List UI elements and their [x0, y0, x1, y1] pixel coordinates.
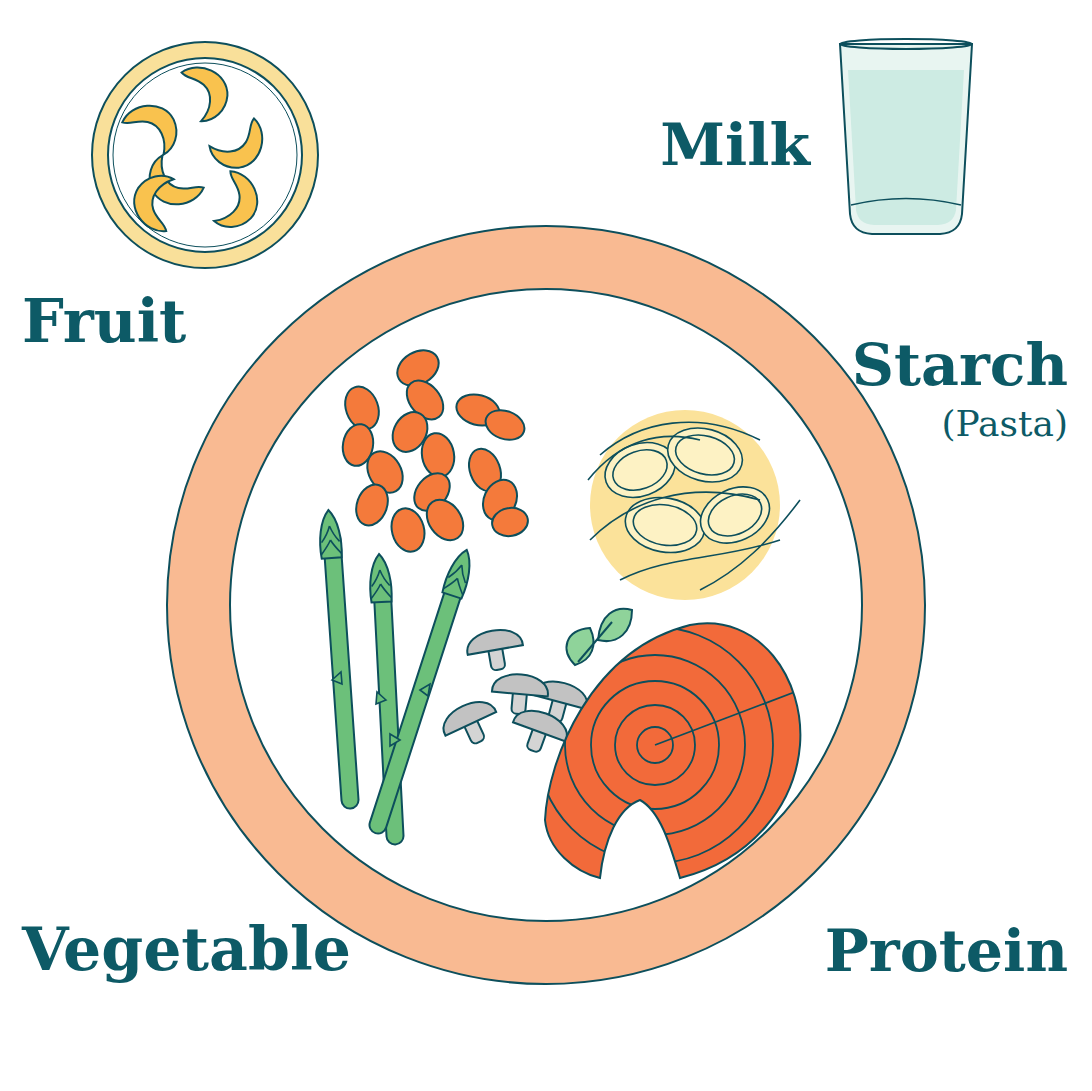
- noodle-loop: [621, 491, 709, 558]
- orange-segment: [123, 166, 196, 239]
- orange-segment: [197, 165, 267, 236]
- mushroom: [464, 626, 526, 675]
- carrot-slices: [339, 343, 530, 555]
- asparagus-stalks: [332, 540, 458, 836]
- herb-leaves: [567, 609, 632, 665]
- carrot-slice: [418, 431, 457, 480]
- salmon-steak: [537, 623, 800, 878]
- noodle-loop: [630, 500, 700, 551]
- food-group-label: (Pasta): [939, 406, 1070, 442]
- stalk: [332, 540, 350, 800]
- glass-body: [840, 44, 972, 234]
- carrot-slice: [490, 505, 530, 539]
- food-group-label: Protein: [823, 922, 1070, 981]
- noodle-strand: [588, 422, 800, 590]
- carrot-slice: [419, 493, 470, 547]
- leaf-stem: [578, 622, 612, 662]
- asparagus-tip: [318, 509, 342, 558]
- bowl-rim: [92, 42, 318, 268]
- stalk-node: [390, 734, 400, 746]
- fruit-bowl: [92, 42, 318, 268]
- carrot-slice: [387, 505, 429, 556]
- food-group-label: Vegetable: [20, 919, 353, 979]
- noodles: [588, 420, 800, 590]
- mushroom: [490, 672, 549, 716]
- asparagus-tip: [442, 547, 477, 599]
- stalk-node: [332, 672, 342, 684]
- salmon-outline: [545, 623, 800, 878]
- carrot-slice: [481, 405, 528, 445]
- milk-glass: [840, 39, 972, 234]
- asparagus-tip: [368, 553, 392, 602]
- plate: [167, 226, 925, 984]
- bowl-inside: [108, 58, 302, 252]
- orange-segment: [168, 61, 234, 127]
- leaf: [598, 609, 632, 641]
- pasta-plate: [590, 410, 780, 600]
- stalk-outline: [332, 540, 350, 800]
- noodle-loop: [607, 443, 673, 498]
- food-group-label: Starch: [850, 336, 1070, 395]
- orange-segment: [207, 112, 266, 172]
- food-group-label: Fruit: [20, 293, 188, 352]
- glass-rim: [840, 39, 972, 49]
- carrot-slice: [351, 480, 394, 530]
- salmon-rings: [537, 627, 800, 863]
- bowl-ring: [113, 63, 297, 247]
- stalk-nodes: [332, 672, 430, 746]
- stalk: [378, 578, 458, 825]
- stalk-outline: [378, 578, 458, 825]
- noodle-loop: [691, 476, 778, 554]
- plate-center: [230, 289, 862, 921]
- asparagus: [318, 509, 477, 836]
- stalk-node: [420, 684, 430, 696]
- stalk-node: [376, 692, 386, 704]
- mushroom: [437, 694, 505, 754]
- orange-segment: [120, 101, 180, 160]
- salmon-line: [655, 690, 800, 745]
- glass-base-line: [851, 199, 961, 206]
- pasta: [588, 410, 800, 600]
- plate-rim: [167, 226, 925, 984]
- milk-fill: [848, 70, 964, 225]
- food-group-label: Milk: [658, 116, 812, 175]
